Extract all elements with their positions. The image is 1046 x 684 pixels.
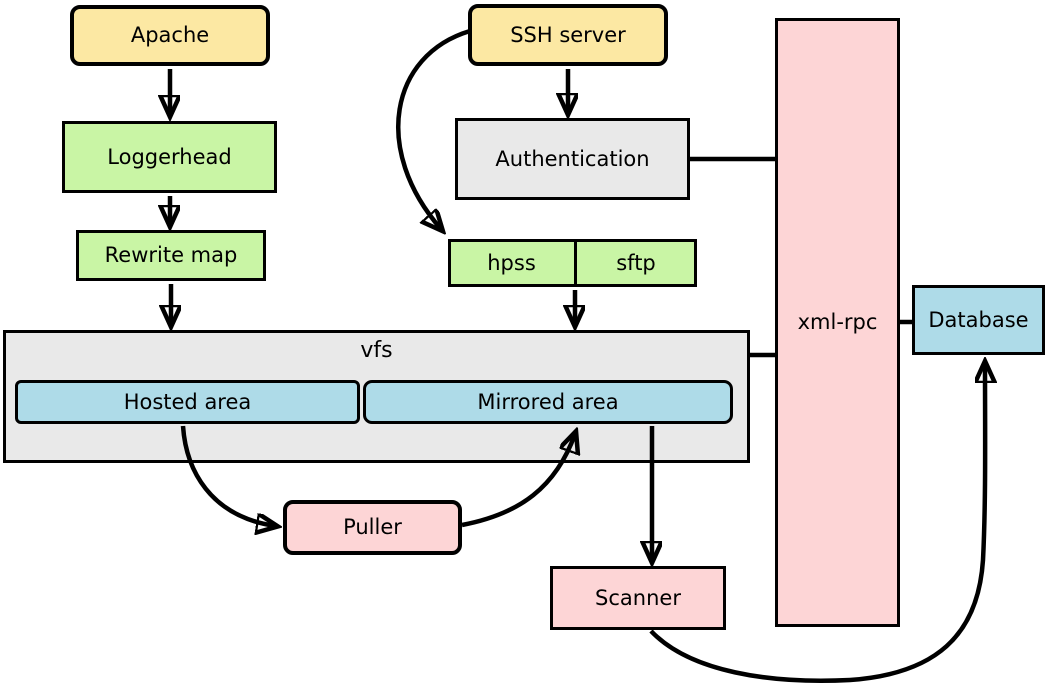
node-apache-label: Apache [130,23,210,47]
node-database: Database [912,285,1045,355]
node-apache: Apache [70,5,270,66]
node-database-label: Database [928,307,1029,332]
node-ssh-server: SSH server [468,4,668,66]
node-hosted-area: Hosted area [15,380,360,424]
node-puller: Puller [283,500,462,555]
node-xml-rpc: xml-rpc [775,18,900,627]
node-ssh-server-label: SSH server [510,22,626,47]
node-authentication-label: Authentication [495,146,650,171]
node-hpss-sftp-group: hpss sftp [448,239,697,287]
node-hosted-area-label: Hosted area [123,389,252,414]
node-scanner: Scanner [550,566,726,630]
node-puller-label: Puller [343,515,402,539]
node-hpss: hpss [450,242,577,284]
node-mirrored-area-label: Mirrored area [477,389,619,414]
node-mirrored-area: Mirrored area [363,380,733,424]
node-vfs-label: vfs [360,338,393,363]
node-rewrite-map-label: Rewrite map [104,243,238,267]
node-rewrite-map: Rewrite map [76,230,266,281]
node-scanner-label: Scanner [595,585,681,610]
node-loggerhead: Loggerhead [62,121,277,193]
node-hpss-label: hpss [487,250,536,275]
node-sftp: sftp [577,242,696,284]
node-xml-rpc-label: xml-rpc [797,310,878,334]
node-authentication: Authentication [455,118,690,200]
node-loggerhead-label: Loggerhead [107,144,232,169]
node-sftp-label: sftp [616,250,656,275]
